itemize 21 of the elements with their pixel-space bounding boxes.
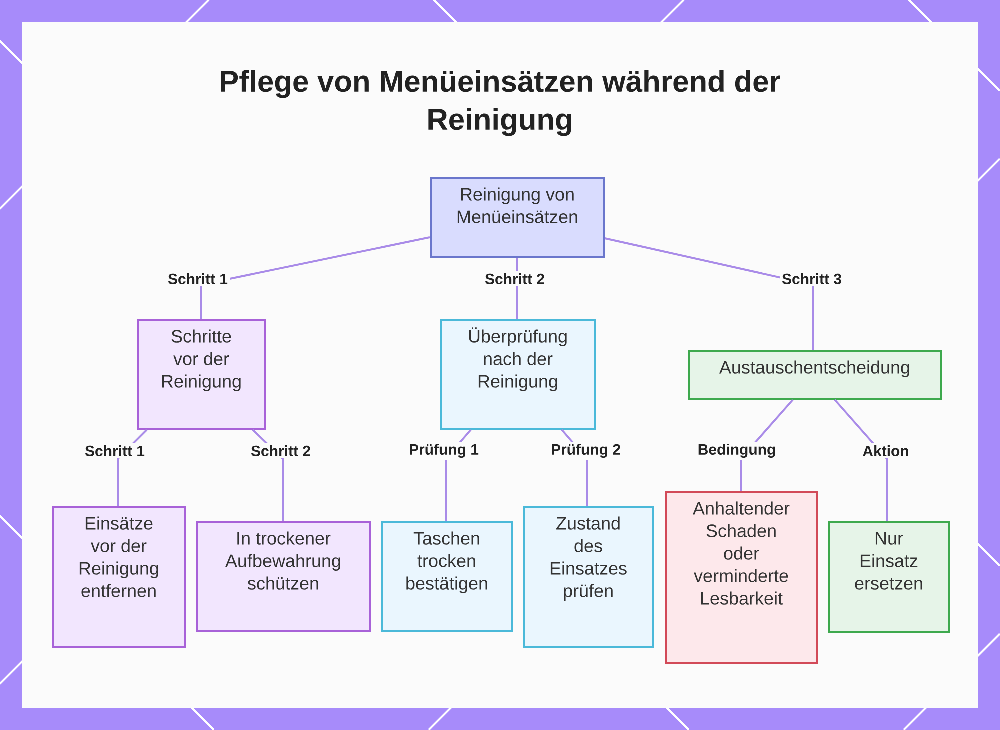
category-box: Austauschentscheidung — [688, 350, 942, 400]
step-box: Taschen trocken bestätigen — [381, 521, 513, 632]
step-box: Zustand des Einsatzes prüfen — [523, 506, 654, 648]
edge-label: Schritt 3 — [780, 271, 844, 287]
step-box: Nur Einsatz ersetzen — [828, 521, 950, 633]
category-box: Schritte vor der Reinigung — [137, 319, 266, 430]
edge-label: Prüfung 2 — [549, 442, 623, 460]
edge-label: Schritt 1 — [166, 272, 230, 286]
title: Pflege von Menüeinsätzen während der Reinigung — [221, 70, 780, 136]
edge-label: Aktion — [860, 444, 912, 458]
root-box: Reinigung von Menüeinsätzen — [430, 177, 605, 258]
edge-label: Schritt 2 — [483, 272, 548, 286]
edge-label: Bedingung — [696, 442, 778, 460]
step-box: Anhaltender Schaden oder verminderte Lesbarkeit — [665, 491, 818, 664]
edge-label: Prüfung 1 — [407, 442, 481, 460]
edge-label: Schritt 2 — [249, 444, 314, 458]
step-box: In trockener Aufbewahrung schützen — [196, 521, 371, 632]
edge-label: Schritt 1 — [83, 444, 147, 458]
category-box: Überprüfung nach der Reinigung — [440, 319, 596, 430]
step-box: Einsätze vor der Reinigung entfernen — [52, 506, 186, 648]
connector-line — [200, 236, 430, 319]
